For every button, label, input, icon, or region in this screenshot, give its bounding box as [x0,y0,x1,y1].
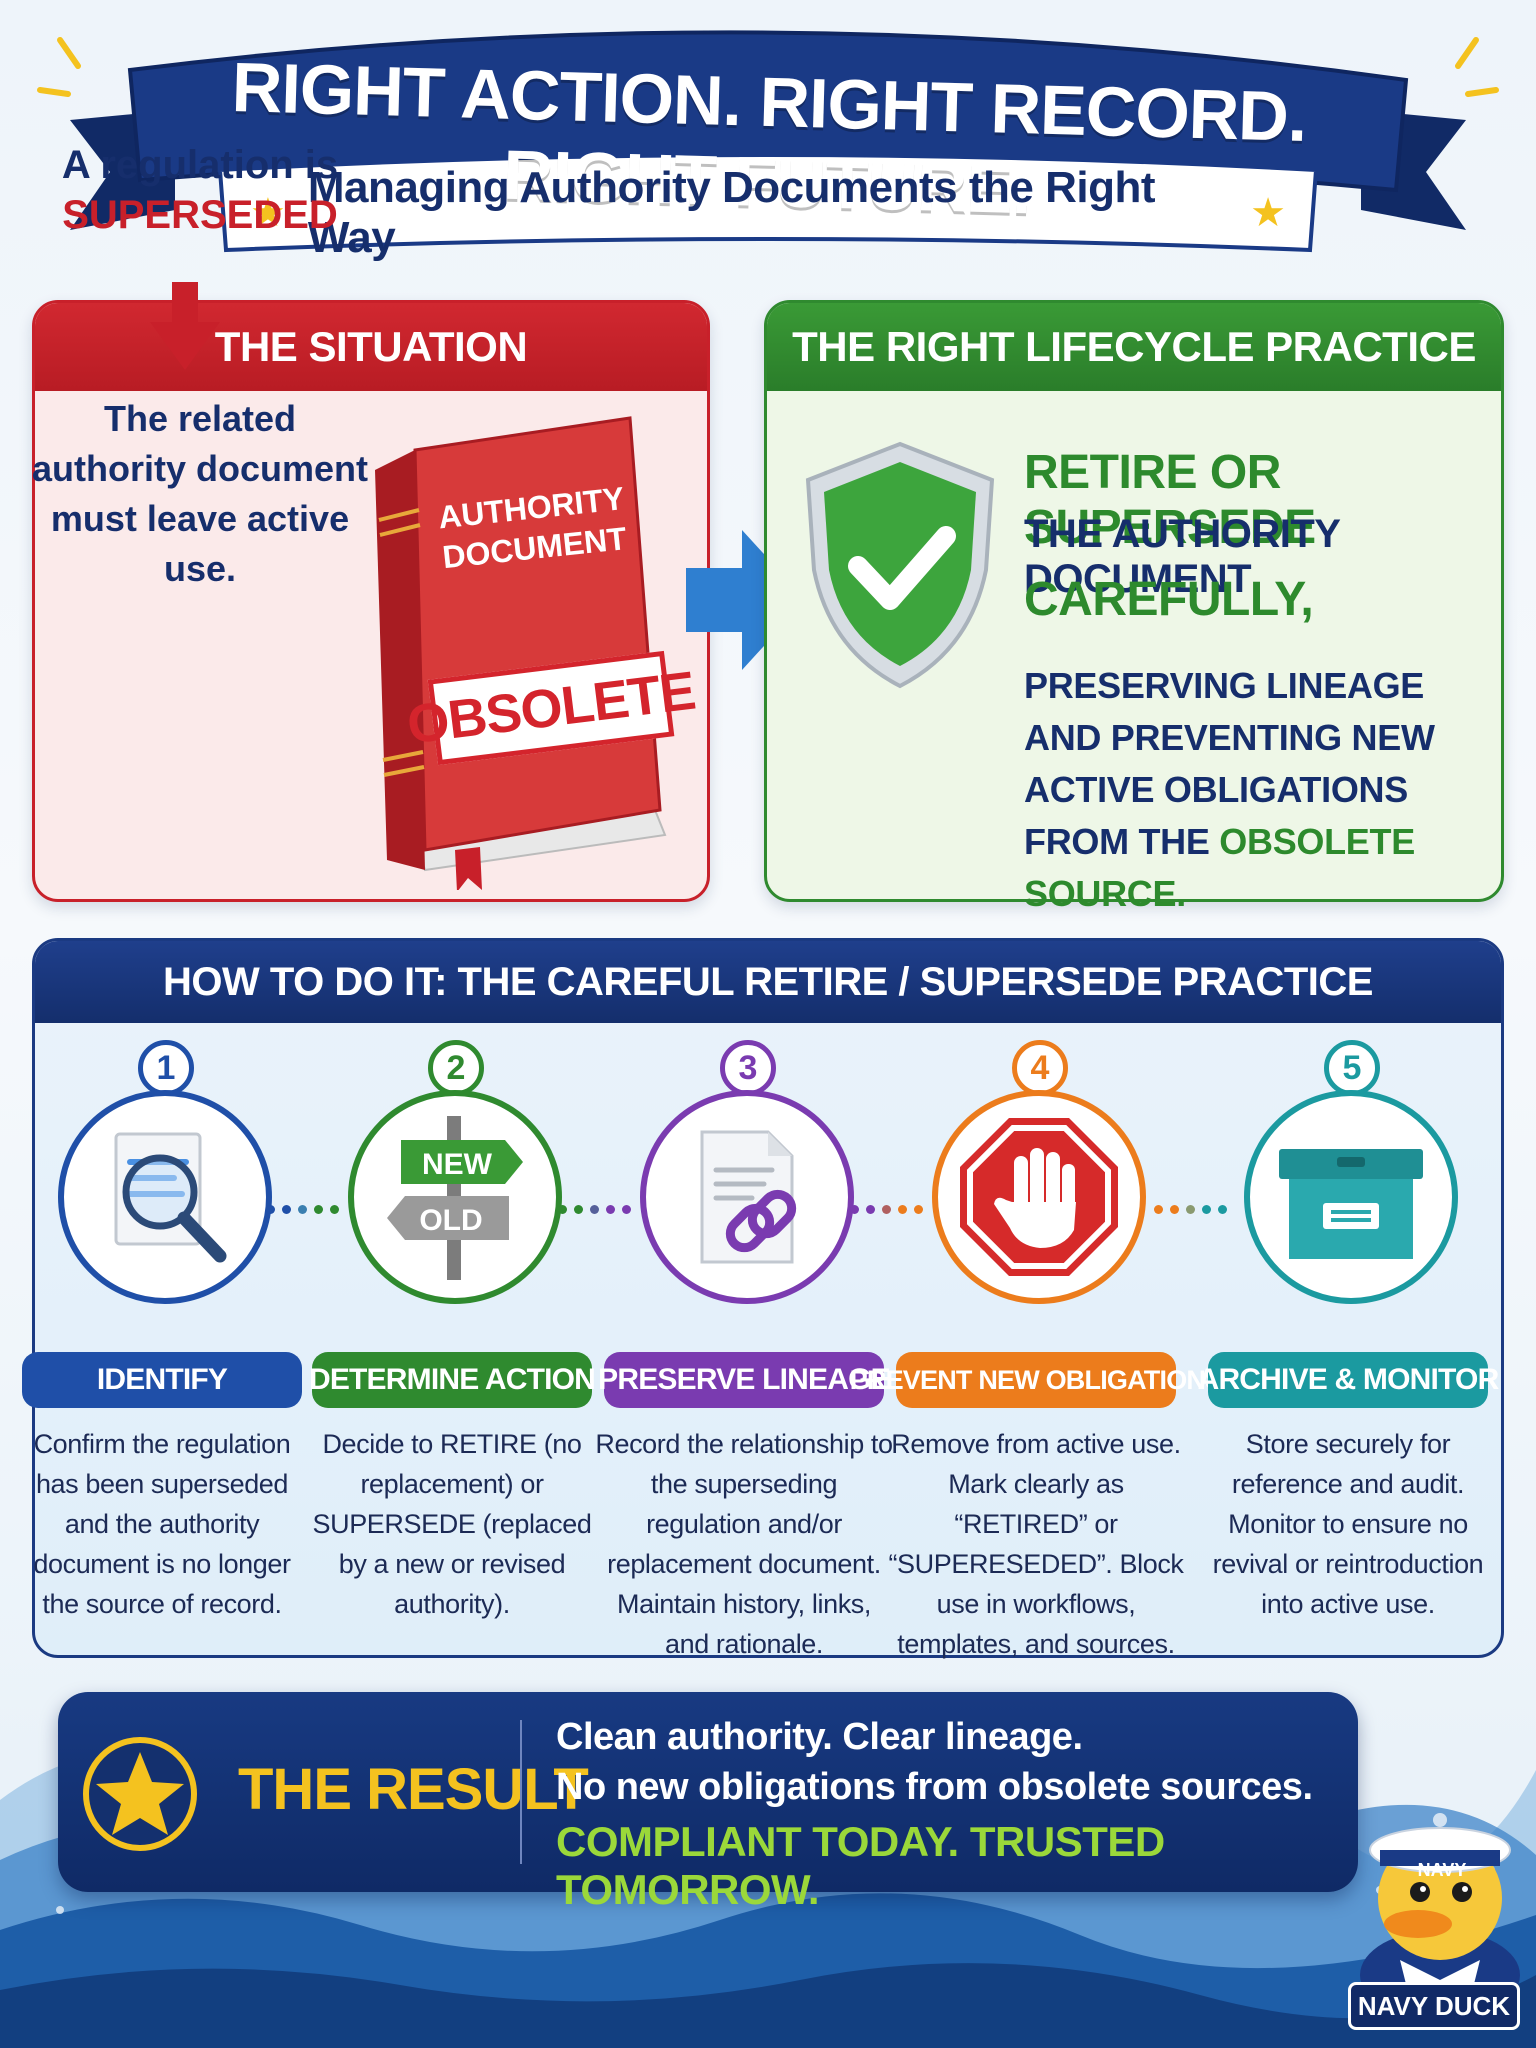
practice-manner: CAREFULLY, [1024,573,1314,626]
connector-dots [1154,1205,1227,1214]
step-label-pill: DETERMINE ACTION [308,1352,596,1408]
step-number: 4 [1012,1040,1068,1096]
shield-check-icon [805,441,995,689]
book-icon [375,416,667,890]
magnifier-document-icon [114,1132,227,1263]
star-icon: ★ [250,191,286,235]
step-number: 3 [720,1040,776,1096]
ribbon-graphic [37,30,1499,253]
result-label: THE RESULT [238,1757,589,1822]
practice-paragraph: PRESERVING LINEAGE AND PREVENTING NEW AC… [1024,660,1484,920]
step-label: PREVENT NEW OBLIGATIONS [849,1364,1223,1395]
step-description: Remove from active use. Mark clearly as … [888,1429,1184,1659]
sign-new-text: NEW [422,1148,493,1181]
situation-line1: A regulation is [61,143,339,187]
practice-object: THE AUTHORITY DOCUMENT [1024,512,1340,601]
step-label-pill: IDENTIFY [22,1352,302,1408]
header-banner: RIGHT ACTION. RIGHT RECORD. RIGHT FUTURE… [0,0,1536,280]
star-icon [83,1737,197,1851]
situation-header: THE SITUATION [35,303,707,391]
stop-hand-icon [960,1118,1118,1276]
step-icon-ring [640,1090,854,1304]
sign-old-text: OLD [419,1204,482,1237]
result-line-1: Clean authority. Clear lineage. [556,1716,1083,1758]
situation-heading: THE SITUATION [214,323,528,370]
step-icon-ring [58,1090,272,1304]
subtitle-row: ★ Managing Authority Documents the Right… [250,163,1286,262]
document-link-icon [700,1130,797,1264]
connector-dots [266,1205,339,1214]
step-icon-ring: NEW OLD [348,1090,562,1304]
result-divider [520,1720,522,1864]
step-identify: 1 IDENTIFY Confirm the regulation has be… [22,1040,302,1660]
result-line-2: No new obligations from obsolete sources… [556,1766,1313,1808]
step-label: ARCHIVE & MONITOR [1197,1363,1500,1396]
mascot-label: NAVY DUCK [1348,1982,1520,2030]
step-icon-ring [1244,1090,1458,1304]
practice-action: RETIRE OR SUPERSEDE [1024,446,1316,554]
step-archive-monitor: 5 ARCHIVE & MONITOR Store securely for r… [1198,1040,1499,1660]
practice-header: THE RIGHT LIFECYCLE PRACTICE [767,303,1501,391]
navy-duck-mascot [1360,1827,1520,2000]
down-arrow-icon [150,282,220,370]
connector-dots [850,1205,923,1214]
practice-heading: THE RIGHT LIFECYCLE PRACTICE [792,323,1476,370]
step-description: Record the relationship to the supersedi… [595,1429,893,1659]
step-prevent-new-obligations: 4 PREVENT NEW OBLIGATIONS Remove from ac… [850,1040,1223,1660]
result-banner: THE RESULT Clean authority. Clear lineag… [58,1692,1358,1913]
step-label: DETERMINE ACTION [308,1363,596,1396]
situation-emphasis: SUPERSEDED [62,193,338,237]
star-icon: ★ [1250,191,1286,235]
step-description: Decide to RETIRE (no replacement) or SUP… [312,1429,592,1619]
step-number: 2 [428,1040,484,1096]
step-label-pill: ARCHIVE & MONITOR [1198,1352,1499,1408]
step-label-pill: PRESERVE LINEAGE [598,1352,891,1408]
step-number: 5 [1324,1040,1380,1096]
step-determine-action: 2 NEW OLD DETERMINE ACTION Decide to RET… [308,1040,596,1660]
duck-cap-text: NAVY [1417,1860,1467,1880]
step-label-pill: PREVENT NEW OBLIGATIONS [850,1352,1223,1408]
step-label: PRESERVE LINEAGE [598,1363,891,1396]
howto-heading: HOW TO DO IT: THE CAREFUL RETIRE / SUPER… [163,959,1373,1004]
result-tagline: COMPLIANT TODAY. TRUSTED TOMORROW. [556,1818,1165,1913]
connector-dots [558,1205,631,1214]
archive-box-icon [1279,1149,1423,1259]
signpost-icon: NEW OLD [387,1116,523,1280]
step-preserve-lineage: 3 PRESERVE LINEAGE Record the relationsh… [595,1040,893,1660]
page-subtitle: Managing Authority Documents the Right W… [307,163,1156,262]
step-description: Confirm the regulation has been supersed… [33,1429,291,1619]
howto-header: HOW TO DO IT: THE CAREFUL RETIRE / SUPER… [35,941,1501,1023]
step-description: Store securely for reference and audit. … [1212,1429,1484,1619]
step-number: 1 [138,1040,194,1096]
step-label: IDENTIFY [96,1363,228,1396]
situation-consequence: The related authority document must leav… [31,398,368,589]
step-icon-ring [932,1090,1146,1304]
mascot-label-text: NAVY DUCK [1357,1990,1511,2021]
practice-paragraph-text: PRESERVING LINEAGE AND PREVENTING NEW AC… [1024,665,1435,862]
situation-statement: A regulation is SUPERSEDED [40,140,360,240]
practice-paragraph-emphasis: OBSOLETE SOURCE. [1024,821,1415,914]
